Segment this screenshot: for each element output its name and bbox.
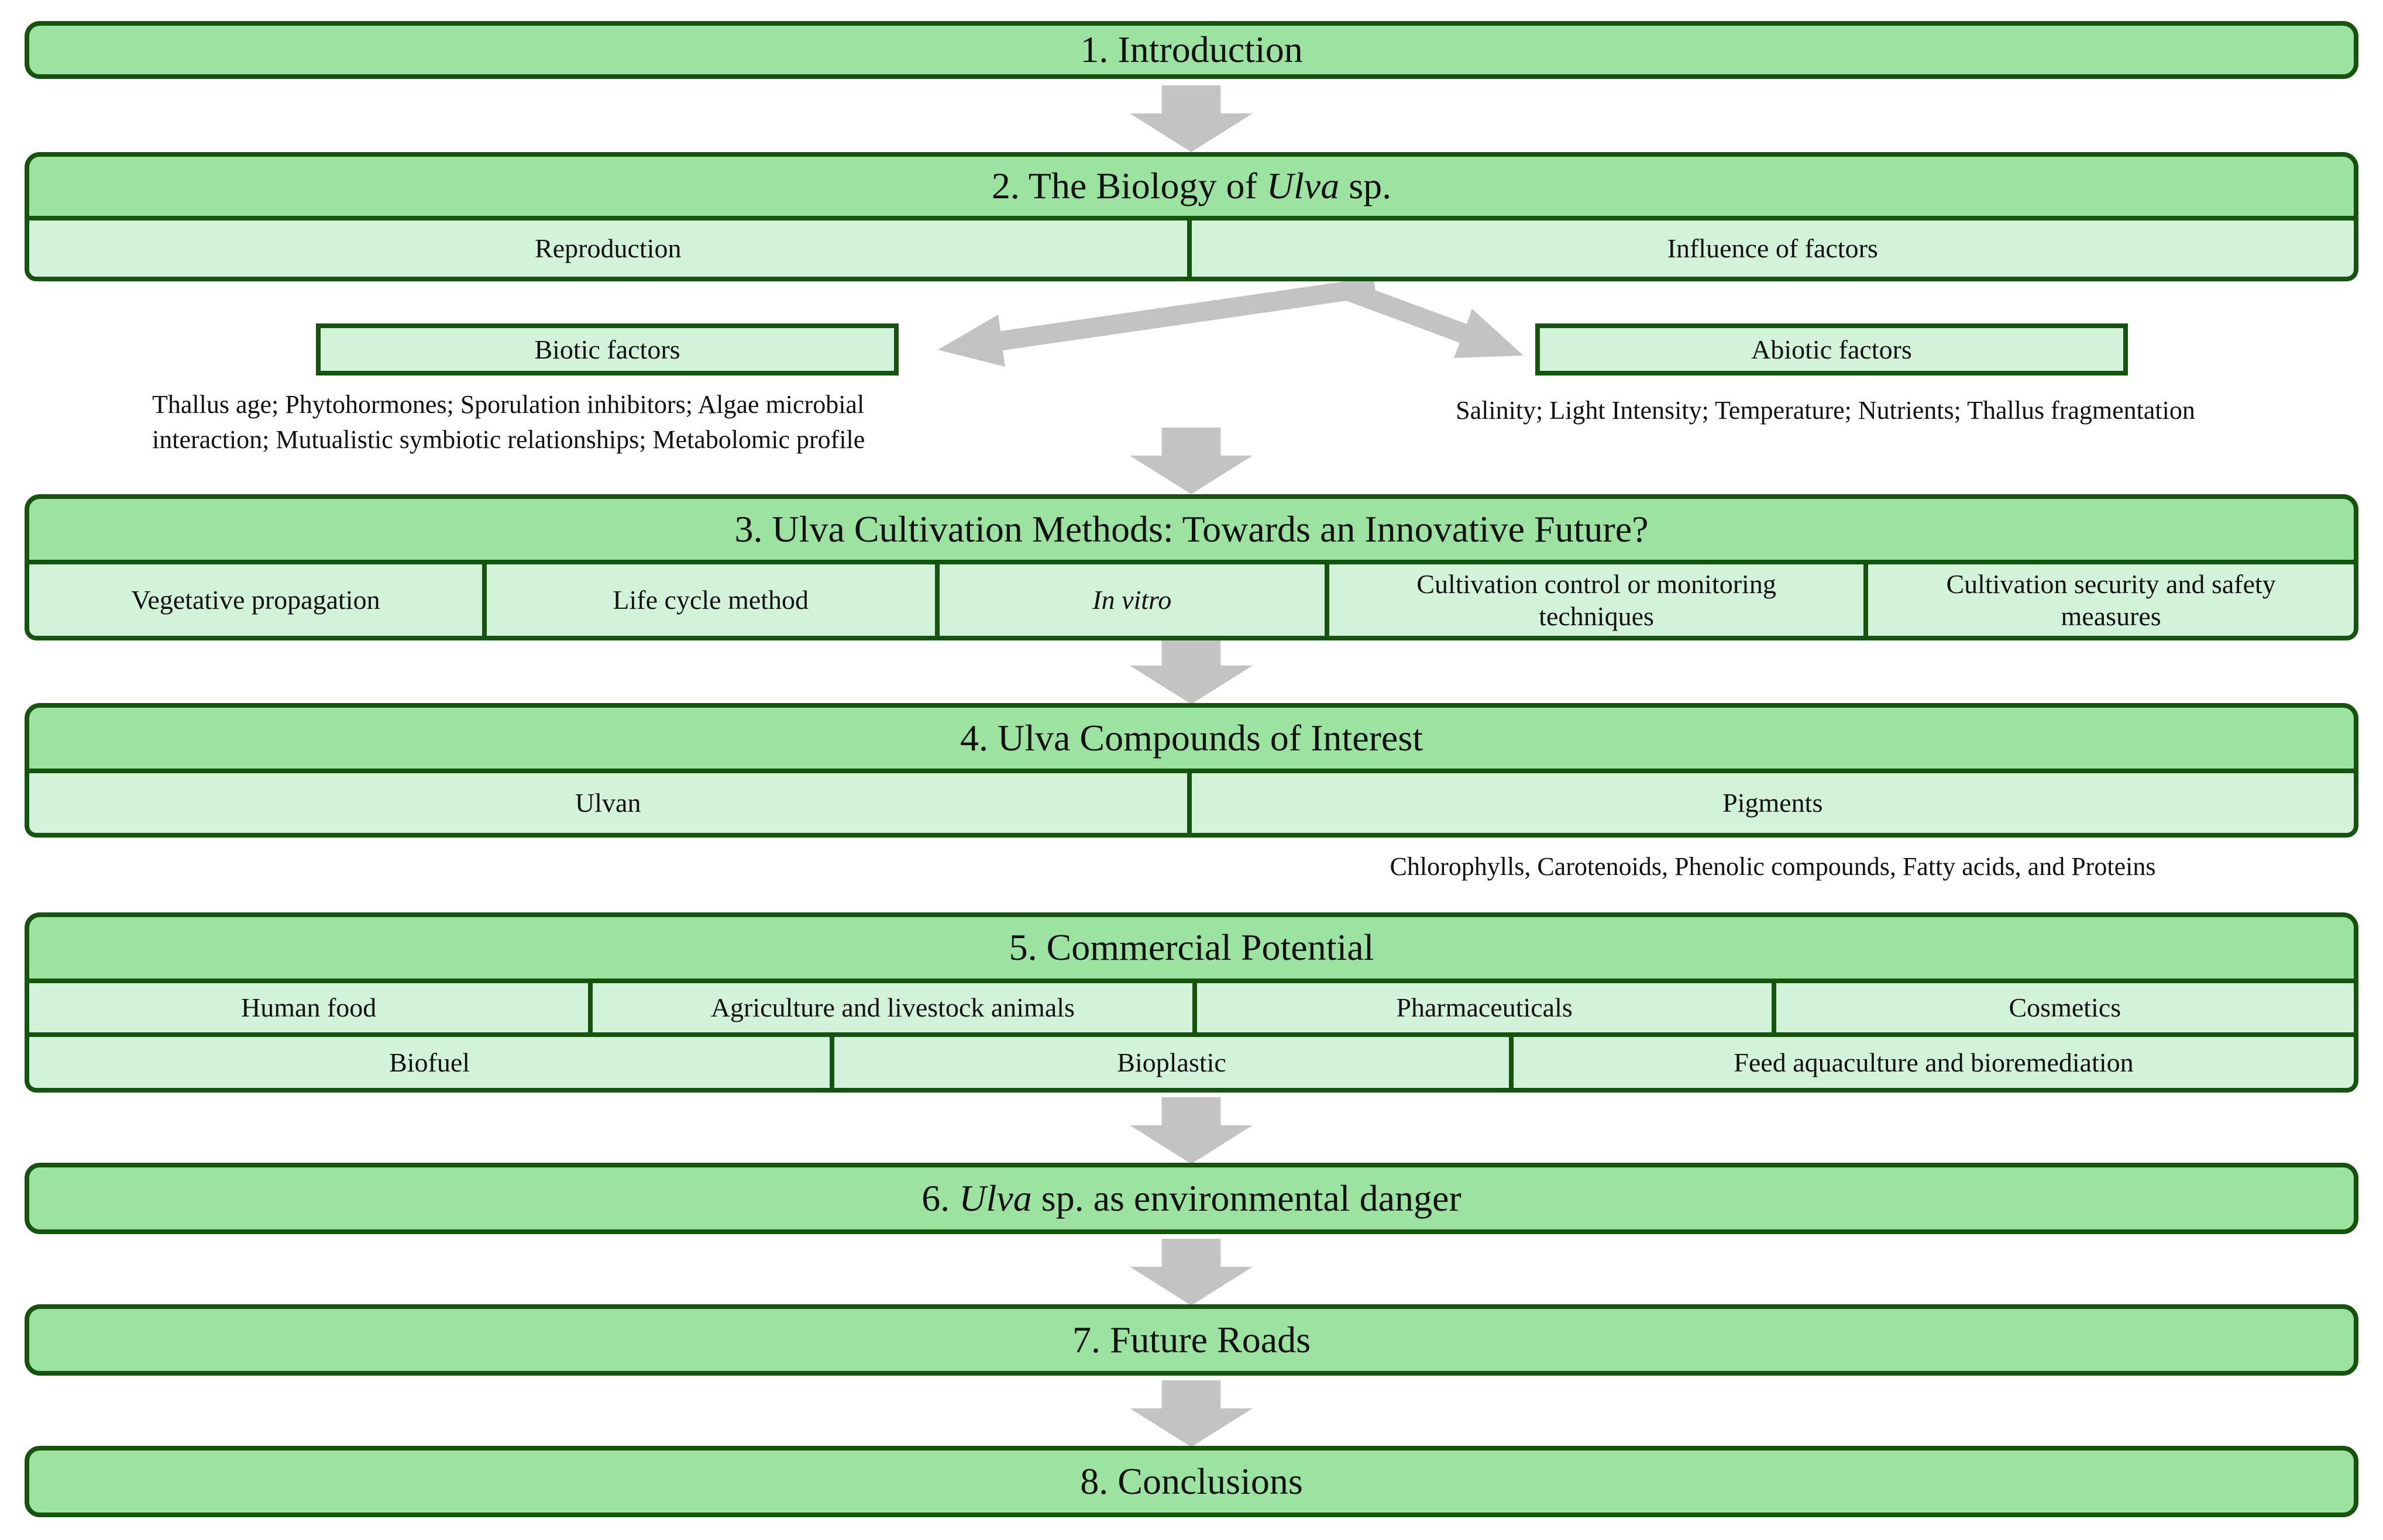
cell-vegetative-propagation: Vegetative propagation bbox=[25, 560, 487, 640]
biotic-detail-line-2: interaction; Mutualistic symbiotic relat… bbox=[152, 425, 865, 454]
section-2-title-pre: 2. The Biology of bbox=[991, 165, 1267, 207]
section-1-title: 1. Introduction bbox=[1080, 29, 1303, 71]
cell-bioplastic-label: Bioplastic bbox=[1117, 1047, 1226, 1077]
section-6-title-pre: 6. bbox=[921, 1177, 960, 1219]
abiotic-factors-detail: Salinity; Light Intensity; Temperature; … bbox=[1416, 393, 2235, 428]
biotic-detail-line-1: Thallus age; Phytohormones; Sporulation … bbox=[152, 390, 865, 419]
down-arrow-icon bbox=[1130, 428, 1253, 494]
down-arrow-icon bbox=[1130, 1380, 1253, 1447]
cell-agriculture-livestock: Agriculture and livestock animals bbox=[593, 979, 1198, 1037]
cell-ulvan-label: Ulvan bbox=[575, 788, 641, 818]
section-8-bar: 8. Conclusions bbox=[25, 1446, 2358, 1517]
section-1-bar: 1. Introduction bbox=[25, 21, 2358, 79]
section-7-title: 7. Future Roads bbox=[1072, 1318, 1311, 1360]
cell-cultivation-security: Cultivation security and safety measures bbox=[1868, 560, 2358, 640]
cell-biofuel-label: Biofuel bbox=[389, 1047, 470, 1077]
cell-pigments-label: Pigments bbox=[1722, 788, 1823, 818]
section-2-title: 2. The Biology of Ulva sp. bbox=[992, 166, 1391, 206]
section-5-title: 5. Commercial Potential bbox=[1009, 926, 1374, 969]
section-2-row: Reproduction Influence of factors bbox=[25, 216, 2358, 281]
cell-feed-aquaculture: Feed aquaculture and bioremediation bbox=[1513, 1032, 2358, 1093]
cell-influence-of-factors: Influence of factors bbox=[1191, 216, 2358, 281]
abiotic-factors-box: Abiotic factors bbox=[1535, 323, 2128, 375]
section-6-title-ulva: Ulva bbox=[959, 1177, 1032, 1219]
abiotic-detail-line: Salinity; Light Intensity; Temperature; … bbox=[1456, 396, 2195, 425]
section-8-title: 8. Conclusions bbox=[1080, 1460, 1303, 1502]
cell-cultivation-control-label: Cultivation control or monitoring techni… bbox=[1416, 569, 1776, 631]
biotic-factors-label: Biotic factors bbox=[534, 335, 680, 364]
cell-influence-of-factors-label: Influence of factors bbox=[1667, 233, 1878, 264]
cell-pharmaceuticals: Pharmaceuticals bbox=[1197, 979, 1776, 1037]
cell-vegetative-propagation-label: Vegetative propagation bbox=[131, 585, 380, 615]
pigments-detail: Chlorophylls, Carotenoids, Phenolic comp… bbox=[1334, 849, 2212, 884]
cell-human-food-label: Human food bbox=[241, 993, 377, 1023]
section-7-bar: 7. Future Roads bbox=[25, 1304, 2358, 1376]
biotic-factors-detail: Thallus age; Phytohormones; Sporulation … bbox=[152, 387, 1006, 457]
section-6-title-post: sp. as environmental danger bbox=[1031, 1177, 1462, 1219]
down-arrow-icon bbox=[1130, 638, 1253, 704]
section-4-title: 4. Ulva Compounds of Interest bbox=[960, 716, 1423, 759]
cell-in-vitro: In vitro bbox=[939, 560, 1329, 640]
down-arrow-icon bbox=[1130, 85, 1253, 152]
section-2-title-post: sp. bbox=[1339, 165, 1392, 207]
section-3-title: 3. Ulva Cultivation Methods: Towards an … bbox=[734, 508, 1649, 550]
cell-agriculture-livestock-label: Agriculture and livestock animals bbox=[710, 993, 1075, 1023]
cell-pigments: Pigments bbox=[1191, 769, 2358, 838]
pigments-detail-line: Chlorophylls, Carotenoids, Phenolic comp… bbox=[1390, 852, 2156, 881]
cell-reproduction: Reproduction bbox=[25, 216, 1192, 281]
biotic-factors-box: Biotic factors bbox=[316, 323, 899, 375]
abiotic-factors-label: Abiotic factors bbox=[1751, 335, 1912, 364]
cell-bioplastic: Bioplastic bbox=[834, 1032, 1514, 1093]
cell-life-cycle-method: Life cycle method bbox=[486, 560, 940, 640]
down-arrow-icon bbox=[1130, 1097, 1253, 1164]
section-6-bar: 6. Ulva sp. as environmental danger bbox=[25, 1163, 2358, 1234]
cell-biofuel: Biofuel bbox=[25, 1032, 835, 1093]
cell-life-cycle-method-label: Life cycle method bbox=[613, 585, 809, 615]
branch-arrows-icon bbox=[938, 277, 1524, 367]
cell-cosmetics: Cosmetics bbox=[1776, 979, 2358, 1037]
section-2-title-ulva: Ulva bbox=[1266, 165, 1340, 207]
cell-feed-aquaculture-label: Feed aquaculture and bioremediation bbox=[1734, 1047, 2134, 1077]
section-5-row-2: Biofuel Bioplastic Feed aquaculture and … bbox=[25, 1032, 2358, 1093]
section-3-header: 3. Ulva Cultivation Methods: Towards an … bbox=[25, 494, 2358, 564]
arrow-to-biotic-icon bbox=[938, 277, 1376, 367]
section-4-row: Ulvan Pigments bbox=[25, 769, 2358, 838]
section-4-header: 4. Ulva Compounds of Interest bbox=[25, 703, 2358, 773]
cell-human-food: Human food bbox=[25, 979, 593, 1037]
section-5-row-1: Human food Agriculture and livestock ani… bbox=[25, 979, 2358, 1037]
cell-cosmetics-label: Cosmetics bbox=[2009, 993, 2121, 1023]
section-5-header: 5. Commercial Potential bbox=[25, 912, 2358, 983]
cell-ulvan: Ulvan bbox=[25, 769, 1192, 838]
section-3-row: Vegetative propagation Life cycle method… bbox=[25, 560, 2358, 640]
cell-pharmaceuticals-label: Pharmaceuticals bbox=[1396, 993, 1573, 1023]
down-arrow-icon bbox=[1130, 1239, 1253, 1305]
section-2-header: 2. The Biology of Ulva sp. bbox=[25, 152, 2358, 221]
cell-cultivation-security-label: Cultivation security and safety measures bbox=[1946, 569, 2276, 631]
cell-in-vitro-label: In vitro bbox=[1092, 585, 1172, 615]
cell-reproduction-label: Reproduction bbox=[535, 233, 682, 264]
section-6-title: 6. Ulva sp. as environmental danger bbox=[921, 1177, 1462, 1219]
cell-cultivation-control: Cultivation control or monitoring techni… bbox=[1329, 560, 1869, 640]
arrow-to-abiotic-icon bbox=[1336, 278, 1524, 358]
